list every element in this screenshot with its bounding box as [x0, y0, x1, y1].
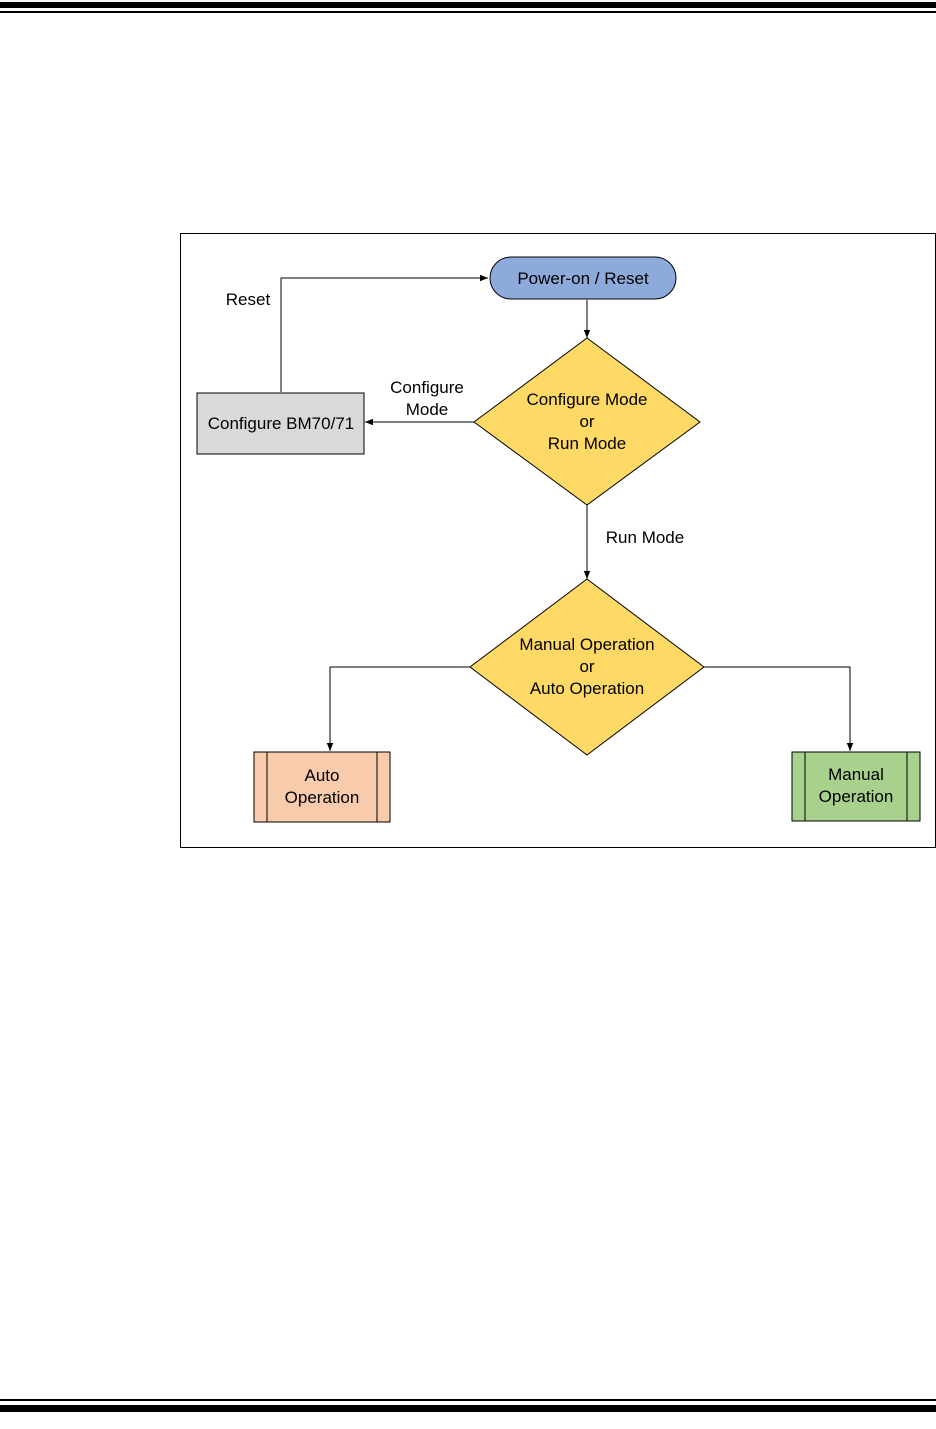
mode-decision-line-1: Configure Mode: [527, 390, 648, 409]
manual-operation-node: [791, 751, 921, 822]
manual-operation-line-1: Manual: [828, 765, 884, 784]
manual-operation-line-2: Operation: [819, 787, 894, 806]
edge-label-configure-mode-1: Configure: [390, 378, 464, 397]
configure-node-label: Configure BM70/71: [208, 414, 354, 433]
edge-operation-to-auto: [326, 666, 470, 751]
operation-decision-node: [469, 578, 705, 756]
mode-decision-line-2: or: [579, 412, 594, 431]
operation-decision-line-2: or: [579, 657, 594, 676]
operation-decision-line-3: Auto Operation: [530, 679, 644, 698]
auto-operation-line-1: Auto: [305, 766, 340, 785]
diagram-frame: [180, 233, 936, 848]
footer-rule-thick: [0, 1405, 936, 1412]
power-on-reset-node: [489, 256, 677, 300]
power-on-reset-label: Power-on / Reset: [517, 269, 649, 288]
header-rule-thin: [0, 11, 936, 13]
edge-reset: [280, 274, 488, 392]
edge-label-configure-mode-2: Mode: [406, 400, 449, 419]
auto-operation-node: [253, 751, 391, 823]
edge-operation-to-manual: [704, 666, 854, 751]
header-rule-thick: [0, 2, 936, 8]
edge-label-reset: Reset: [226, 290, 271, 309]
auto-operation-line-2: Operation: [285, 788, 360, 807]
footer-rule-thin: [0, 1399, 936, 1401]
configure-node: [196, 392, 365, 455]
edge-label-run-mode: Run Mode: [606, 528, 684, 547]
mode-decision-node: [473, 337, 701, 506]
mode-decision-line-3: Run Mode: [548, 434, 626, 453]
operation-decision-line-1: Manual Operation: [519, 635, 654, 654]
